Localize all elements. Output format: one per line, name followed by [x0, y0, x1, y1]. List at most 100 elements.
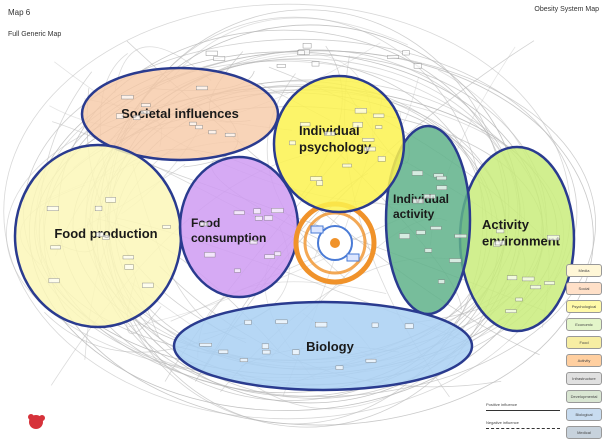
variable-node [271, 208, 284, 213]
variable-node [404, 323, 414, 329]
variable-node [413, 63, 422, 69]
variable-node [50, 245, 61, 250]
variable-node [300, 122, 311, 127]
cluster-individual-psychology-shape [272, 74, 406, 214]
variable-nodes [46, 43, 560, 370]
variable-node [264, 215, 273, 221]
legend-item-psychological: Psychological [566, 300, 602, 313]
variable-node [423, 194, 436, 199]
variable-node [375, 125, 383, 129]
variable-node [365, 358, 377, 363]
core-node-left [310, 225, 324, 234]
legend-item-food: Food [566, 336, 602, 349]
variable-node [387, 55, 399, 59]
variable-node [505, 309, 517, 313]
variable-node [264, 254, 275, 259]
variable-node [311, 61, 320, 67]
variable-node [274, 251, 282, 256]
variable-node [292, 349, 300, 355]
core-center-dot [330, 238, 340, 248]
variable-node [364, 146, 376, 152]
legend-item-activity: Activity [566, 354, 602, 367]
variable-node [261, 343, 269, 349]
cluster-biology[interactable]: Biology [172, 300, 474, 392]
variable-node [276, 64, 286, 68]
variable-node [213, 56, 226, 61]
variable-node [530, 285, 542, 290]
variable-node [496, 228, 505, 234]
variable-node [495, 240, 505, 246]
variable-node [430, 226, 442, 230]
variable-node [310, 176, 323, 181]
variable-node [544, 281, 555, 285]
variable-node [436, 176, 447, 181]
variable-node [506, 275, 518, 281]
variable-node [335, 365, 344, 370]
variable-node [352, 122, 363, 128]
cluster-societal-influences-label: Societal influences [121, 106, 239, 121]
variable-node [121, 95, 134, 100]
variable-node [373, 113, 385, 118]
variable-node [234, 268, 241, 273]
variable-node [48, 278, 60, 284]
variable-node [362, 138, 375, 142]
variable-node [162, 225, 171, 229]
negative-influence-key: Negative influence [486, 420, 560, 429]
negative-influence-label: Negative influence [486, 420, 519, 425]
variable-node [244, 319, 252, 325]
core-node-right [346, 253, 360, 262]
variable-node [105, 197, 116, 203]
variable-node [316, 180, 323, 186]
variable-node [224, 132, 236, 137]
variable-node [522, 276, 535, 282]
map-subtitle: Full Generic Map [8, 31, 62, 38]
variable-node [449, 258, 462, 263]
legend-item-economic: Economic [566, 318, 602, 331]
variable-node [94, 205, 103, 211]
cluster-food-consumption[interactable]: Foodconsumption [178, 155, 300, 299]
legend-item-developmental: Developmental [566, 390, 602, 403]
variable-node [133, 115, 141, 121]
variable-node [547, 235, 560, 241]
map-title: Map 6 [8, 8, 31, 17]
variable-node [204, 252, 216, 258]
variable-node [122, 255, 134, 260]
variable-node [96, 232, 104, 237]
variable-node [102, 235, 110, 240]
variable-node [399, 233, 410, 239]
variable-node [233, 210, 245, 215]
variable-node [218, 349, 229, 354]
variable-node [116, 113, 124, 119]
variable-node [254, 216, 263, 221]
variable-node [189, 121, 197, 126]
variable-node [275, 319, 288, 324]
legend-item-medical: Medical [566, 426, 602, 439]
negative-influence-line [486, 428, 560, 429]
variable-node [416, 230, 426, 235]
cluster-societal-influences[interactable]: Societal influences [80, 66, 280, 162]
variable-node [253, 208, 261, 214]
variable-node [196, 85, 208, 91]
variable-node [297, 50, 305, 56]
variable-node [124, 264, 134, 270]
variable-node [411, 170, 423, 176]
legend-item-social: Social [566, 282, 602, 295]
variable-node [342, 163, 352, 168]
positive-influence-key: Positive influence [486, 402, 560, 411]
legend-item-infrastructure: Infrastructure [566, 372, 602, 385]
variable-node [302, 43, 312, 49]
positive-influence-line [486, 410, 560, 411]
variable-node [239, 358, 248, 362]
logo-icon [28, 414, 45, 429]
variable-node [195, 125, 203, 130]
variable-node [454, 234, 467, 238]
variable-node [208, 130, 217, 135]
legend-item-biological: Biological [566, 408, 602, 421]
variable-node [205, 50, 218, 56]
variable-node [324, 131, 336, 136]
cluster-biology-label: Biology [306, 339, 354, 354]
variable-node [141, 103, 151, 107]
